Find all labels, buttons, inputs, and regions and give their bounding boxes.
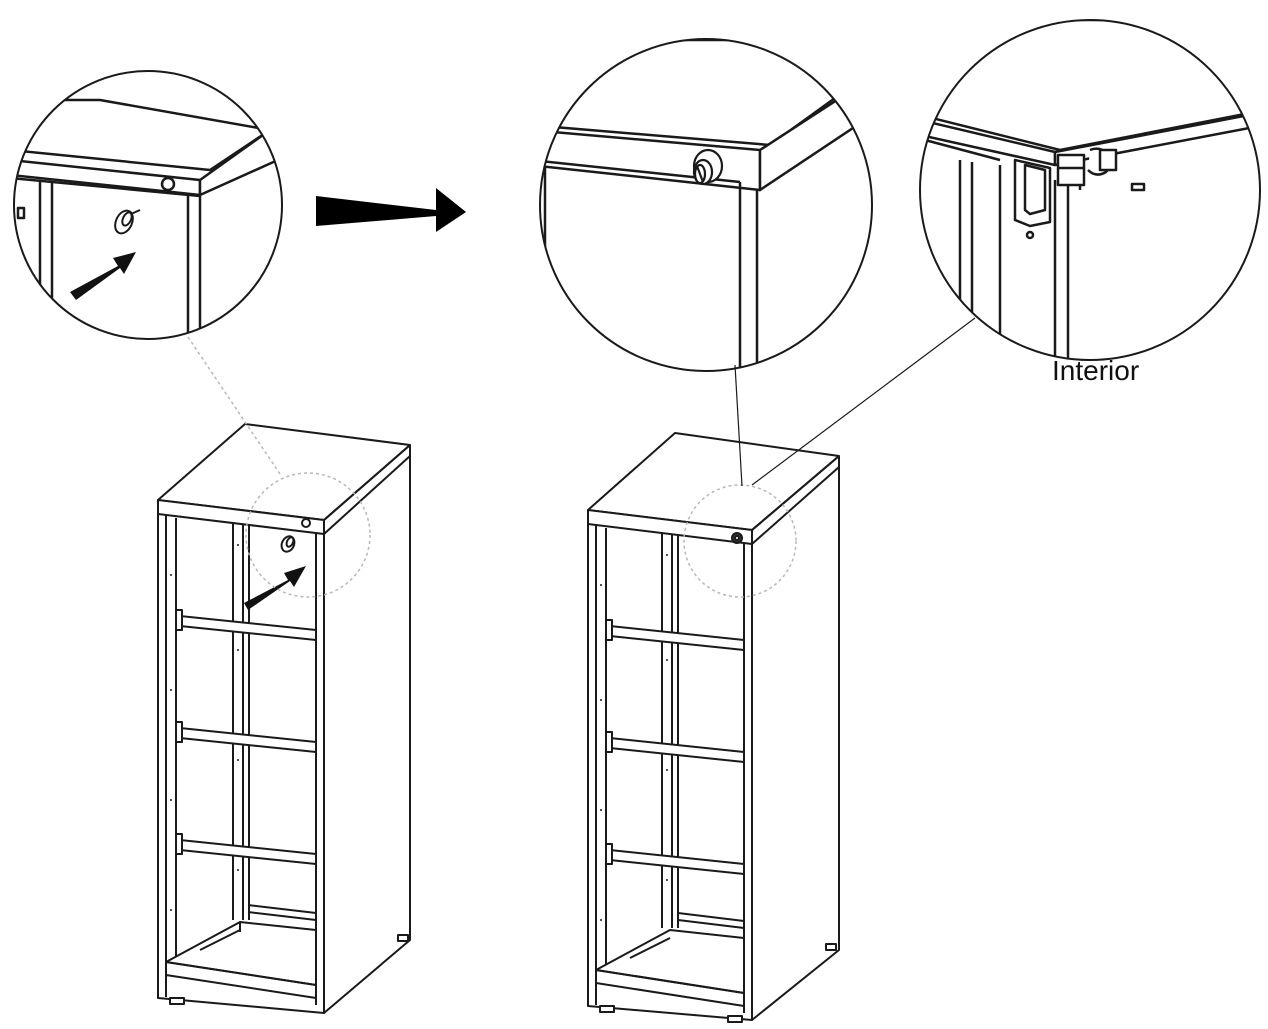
callout-ring-left bbox=[245, 472, 371, 598]
cabinet-foot bbox=[825, 943, 837, 951]
cabinet-right bbox=[587, 432, 840, 1023]
cabinet-foot bbox=[169, 997, 185, 1005]
post-slots bbox=[600, 554, 668, 921]
cabinet-foot bbox=[397, 934, 409, 942]
lock-cylinder-icon bbox=[114, 209, 141, 235]
post-slots bbox=[170, 544, 239, 911]
cabinet-base bbox=[595, 929, 745, 994]
lock-cylinder-icon bbox=[731, 532, 743, 544]
lock-hole bbox=[301, 518, 311, 528]
detail-lock-before bbox=[13, 70, 283, 340]
cabinet-foot bbox=[727, 1015, 743, 1023]
detail-lock-interior bbox=[919, 19, 1261, 361]
callout-leader-interior bbox=[751, 317, 976, 486]
detail-circle-frame bbox=[919, 19, 1261, 361]
cabinet-front-frame bbox=[587, 524, 753, 1021]
detail-circle-frame bbox=[539, 38, 873, 372]
callout-leader-right bbox=[734, 364, 743, 487]
detail-lock-after bbox=[539, 38, 873, 372]
detail-circle-frame bbox=[13, 70, 283, 340]
arrow-right-icon bbox=[316, 188, 466, 232]
cabinet-foot bbox=[599, 1005, 615, 1013]
cabinet-front-frame bbox=[157, 514, 325, 1014]
cabinet-side-panel bbox=[323, 455, 411, 1014]
interior-label: Interior bbox=[1052, 355, 1139, 386]
lock-cylinder-icon bbox=[280, 535, 296, 553]
shelf-rails bbox=[605, 619, 745, 875]
lock-cylinder-icon bbox=[692, 148, 724, 186]
callout-ring-right bbox=[683, 484, 797, 598]
cabinet-left bbox=[157, 423, 411, 1014]
shelf-rails bbox=[175, 609, 317, 865]
pointer-arrow-icon bbox=[244, 566, 306, 610]
pointer-arrow-icon bbox=[70, 252, 136, 300]
